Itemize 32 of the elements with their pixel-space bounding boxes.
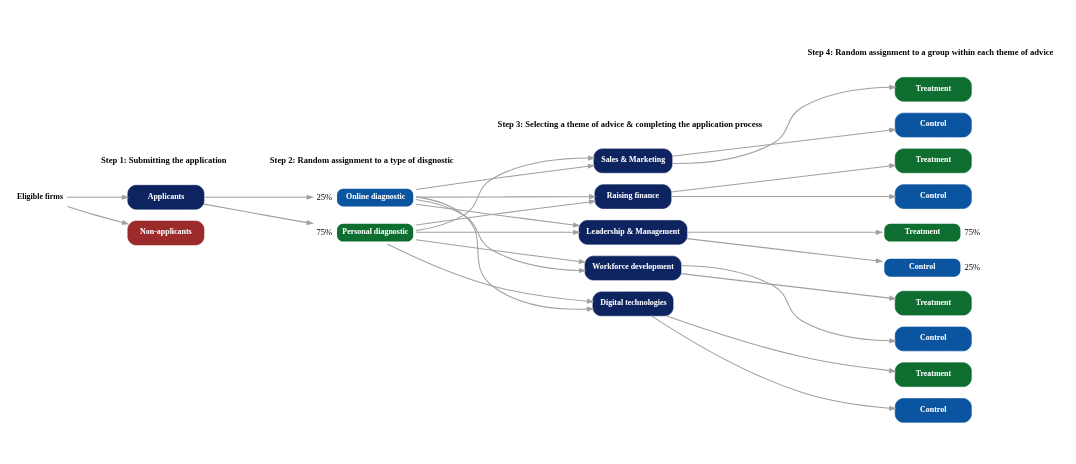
arrow (670, 163, 897, 193)
arrow (415, 196, 595, 312)
arrow (680, 273, 897, 301)
arrow (203, 203, 314, 226)
node-label: 75% (316, 226, 333, 237)
arrow (680, 265, 897, 344)
label: Step 2: Random assignment to a type of disgnostic (269, 155, 454, 166)
node-label: 25% (964, 262, 981, 272)
label: Step 1: Submitting the application (101, 155, 227, 166)
arrow (686, 238, 884, 264)
arrow (66, 194, 130, 200)
arrow (203, 194, 314, 200)
arrow (671, 84, 897, 164)
arrow (686, 229, 884, 235)
node-label: 25% (316, 191, 333, 202)
label: Step 3: Selecting a theme of advice & completing the application process (497, 118, 763, 129)
arrow (415, 198, 587, 274)
node-label: 75% (964, 226, 981, 237)
arrow (415, 199, 597, 226)
arrow (415, 194, 597, 200)
arrow (650, 315, 897, 411)
arrow (415, 229, 581, 235)
arrow (415, 155, 596, 232)
arrow (386, 243, 595, 304)
arrow (66, 205, 130, 225)
arrow (665, 315, 897, 374)
arrow (415, 239, 587, 264)
label: Step 4: Random assignment to a group within each theme of advice (807, 47, 1054, 58)
arrow (415, 163, 596, 191)
arrow (670, 193, 897, 200)
arrow (415, 203, 581, 228)
arrow (671, 127, 897, 157)
